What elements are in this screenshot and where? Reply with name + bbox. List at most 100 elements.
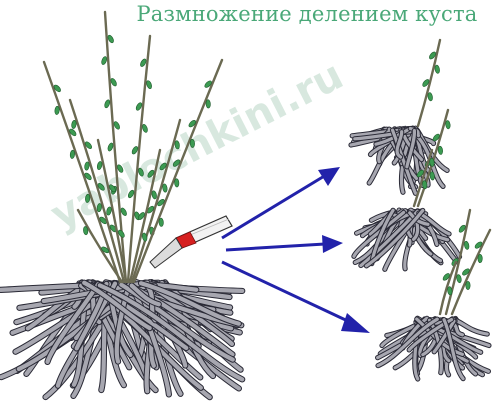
diagram-title: Размножение делением куста (136, 2, 478, 26)
bud (97, 183, 105, 191)
bud (117, 164, 124, 173)
stem (68, 98, 126, 284)
bud (83, 226, 89, 236)
bud (140, 58, 147, 67)
arrow-icon (221, 260, 370, 333)
divided-plant-icon (375, 208, 492, 382)
bud (142, 124, 148, 133)
bud (159, 162, 167, 171)
stem (96, 138, 128, 284)
stem (130, 118, 182, 284)
bud (429, 171, 435, 181)
bud (477, 254, 483, 264)
bud (445, 120, 451, 130)
bud (174, 140, 180, 150)
bud (138, 212, 145, 220)
bud (138, 167, 144, 177)
stem (103, 10, 128, 284)
bud (162, 183, 168, 193)
bud (458, 224, 466, 233)
stem (132, 58, 224, 284)
bud (205, 99, 211, 109)
stem (450, 228, 492, 316)
bud (113, 121, 120, 130)
bud (135, 102, 143, 111)
bud (157, 198, 165, 207)
divided-plant-roots (351, 207, 463, 272)
bud (109, 184, 116, 193)
knife-icon (149, 215, 233, 269)
bud (172, 159, 181, 167)
bud (464, 240, 470, 250)
division-arrows (221, 167, 370, 333)
stem (126, 34, 152, 284)
bud (110, 78, 117, 87)
bud (85, 193, 91, 203)
stem (444, 208, 472, 316)
divided-plant-stems (416, 38, 442, 128)
bud (151, 190, 157, 200)
divided-plant-stems (438, 208, 492, 316)
bud (174, 178, 180, 188)
bud (117, 229, 125, 238)
bud (96, 203, 102, 213)
bud (437, 145, 443, 155)
bud (53, 84, 61, 93)
bud (422, 79, 430, 87)
bud (142, 232, 148, 242)
stem (412, 148, 434, 208)
bud (434, 64, 440, 74)
arrow-icon (225, 235, 343, 253)
bud (84, 172, 92, 181)
bud (432, 133, 440, 142)
bud (465, 280, 471, 290)
bud (96, 161, 103, 170)
bud (189, 138, 195, 148)
bud (146, 80, 152, 89)
divided-plant-stems (412, 108, 451, 208)
bud (429, 157, 435, 167)
mother-bush-icon (0, 10, 246, 401)
bud (429, 51, 436, 60)
bud (54, 105, 60, 115)
mother-bush-roots (0, 278, 246, 401)
bud (104, 99, 111, 109)
divided-plant-icon (348, 38, 450, 196)
bud (84, 161, 90, 171)
bud (427, 92, 433, 102)
bud (204, 80, 212, 88)
bud (84, 141, 93, 150)
bud (101, 56, 108, 65)
bud (127, 189, 135, 199)
bud (71, 119, 77, 129)
bud (69, 128, 77, 137)
bud (131, 146, 139, 155)
bud (69, 149, 75, 159)
bud (99, 216, 107, 225)
bud (456, 274, 462, 284)
stem (416, 38, 442, 128)
bud (147, 169, 155, 178)
arrow-icon (221, 167, 340, 240)
stem (76, 208, 124, 284)
stem (416, 108, 450, 208)
bud (107, 142, 114, 152)
bud (474, 241, 483, 249)
divided-plant-roots (375, 315, 492, 382)
bud (120, 207, 127, 216)
stem (128, 148, 162, 284)
bud (422, 180, 428, 190)
bud (442, 273, 450, 281)
bud (447, 286, 453, 296)
bud (158, 217, 164, 227)
bud (101, 246, 110, 254)
divided-plant-roots (348, 125, 450, 196)
bud (107, 34, 114, 44)
bud (188, 120, 196, 128)
stem (438, 260, 458, 316)
divided-plant-icon (351, 108, 463, 272)
mother-bush-stems (42, 10, 224, 284)
stem (42, 60, 122, 284)
bud (106, 206, 112, 216)
